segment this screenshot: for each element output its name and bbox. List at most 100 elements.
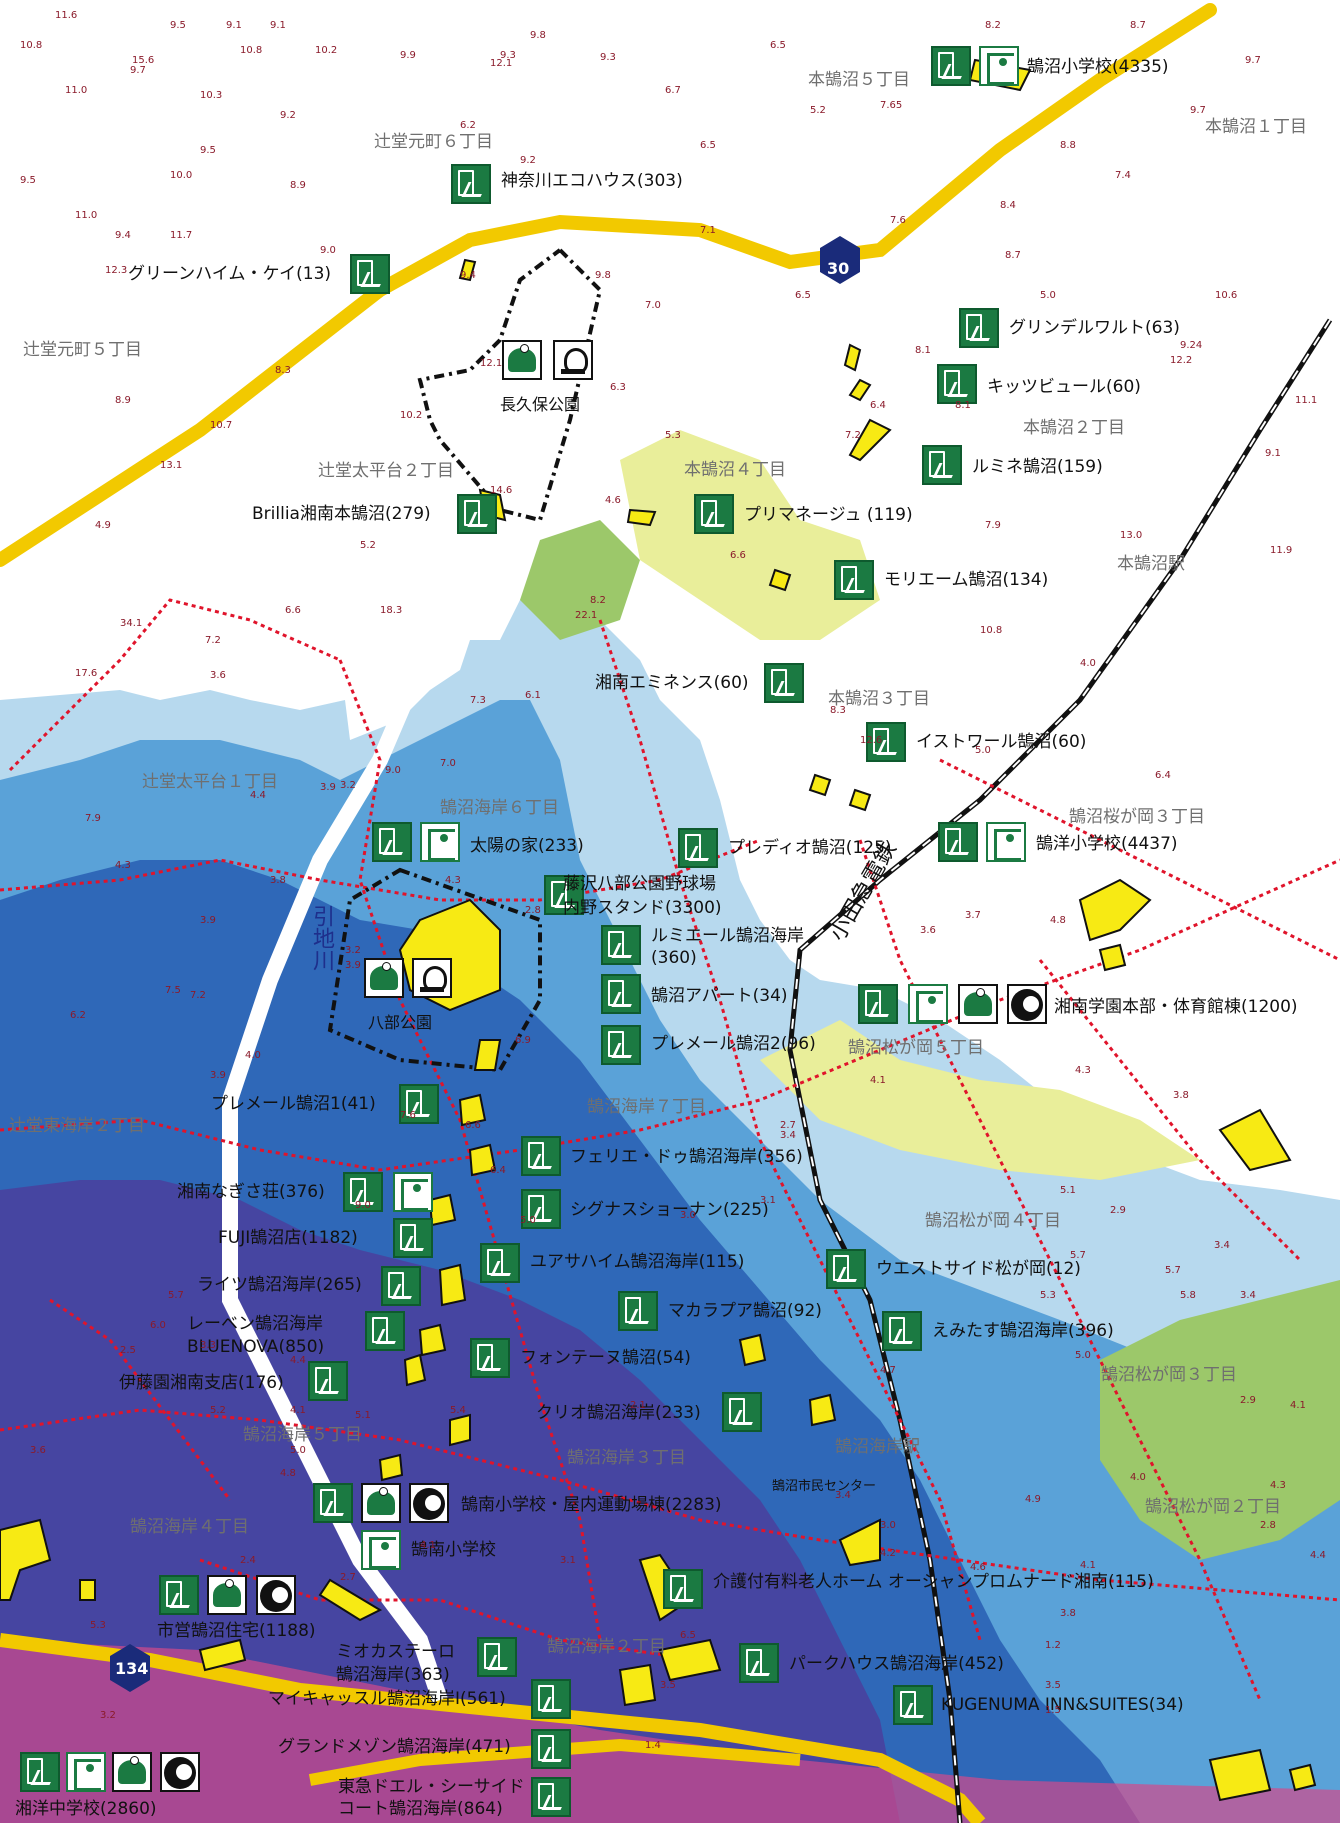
building-icon [372, 822, 412, 862]
spot-height: 10.0 [170, 170, 193, 181]
spot-height: 5.3 [665, 430, 681, 441]
facility-label: 湘南学園本部・体育館棟(1200) [1054, 997, 1298, 1017]
facility-label: グリーンハイム・ケイ(13) [128, 264, 332, 284]
facility-label: クリオ鵠沼海岸(233) [536, 1403, 701, 1423]
evacuation-area-icon [207, 1575, 247, 1615]
facility-label: 介護付有料老人ホーム オーシャンプロムナード湘南(115) [713, 1572, 1154, 1592]
building-icon [618, 1291, 658, 1331]
building-icon [477, 1637, 517, 1677]
facility-label: 太陽の家(233) [470, 836, 584, 856]
spot-height: 13.1 [160, 460, 183, 471]
town-label: 辻堂元町５丁目 [23, 340, 142, 360]
spot-height: 9.0 [385, 765, 401, 776]
tsunami-shelter-icon [160, 1752, 200, 1792]
spot-height: 9.1 [270, 20, 286, 31]
spot-height: 15.6 [132, 55, 155, 66]
spot-height: 8.9 [115, 395, 131, 406]
building-icon [601, 925, 641, 965]
building-icon [834, 560, 874, 600]
spot-height: 7.0 [440, 758, 456, 769]
facility-label: ウエストサイド松が岡(12) [876, 1259, 1081, 1279]
route-134-shield [110, 1644, 150, 1692]
spot-height: 9.0 [320, 245, 336, 256]
building-icon [399, 1084, 439, 1124]
spot-height: 7.6 [400, 1110, 416, 1121]
spot-height: 6.3 [610, 382, 626, 393]
spot-height: 5.1 [355, 1410, 371, 1421]
spot-height: 4.4 [1310, 1550, 1326, 1561]
town-label: 辻堂太平台２丁目 [318, 461, 454, 481]
building-icon [451, 164, 491, 204]
building-icon [365, 1311, 405, 1351]
spot-height: 3.5 [1045, 1680, 1061, 1691]
station-label: 鵠沼海岸駅 [835, 1437, 920, 1457]
spot-height: 3.4 [1214, 1240, 1230, 1251]
spot-height: 5.7 [168, 1290, 184, 1301]
spot-height: 7.65 [880, 100, 903, 111]
facility-label: グランドメゾン鵠沼海岸(471) [278, 1737, 511, 1757]
route-30-shield [820, 236, 860, 284]
spot-height: 1.5 [1045, 1705, 1061, 1716]
spot-height: 3.2 [345, 945, 361, 956]
shelter-icon [66, 1752, 106, 1792]
spot-height: 12.2 [1170, 355, 1193, 366]
spot-height: 4.0 [1080, 658, 1096, 669]
spot-height: 7.3 [470, 695, 486, 706]
spot-height: 5.3 [90, 1620, 106, 1631]
facility-label: 鵠洋小学校(4437) [1036, 834, 1178, 854]
facility-label: レーベン鵠沼海岸 [187, 1314, 323, 1334]
spot-height: 3.6 [920, 925, 936, 936]
facility-label: BLUENOVA(850) [187, 1337, 325, 1357]
facility-label: フェリエ・ドゥ鵠沼海岸(356) [570, 1147, 803, 1167]
spot-height: 9.5 [200, 145, 216, 156]
building-icon [931, 46, 971, 86]
shelter-icon [420, 822, 460, 862]
tsunami-shelter-icon [1007, 984, 1047, 1024]
spot-height: 6.6 [465, 1120, 481, 1131]
building-icon [764, 663, 804, 703]
spot-height: 3.9 [200, 915, 216, 926]
facility-label: プリマネージュ (119) [744, 505, 913, 525]
park-boundary-hachibu [327, 867, 542, 1073]
facility-label: 伊藤園湘南支店(176) [119, 1373, 284, 1393]
tsunami-shelter-icon [409, 1483, 449, 1523]
spot-height: 6.4 [490, 1165, 506, 1176]
spot-height: 34.1 [120, 618, 143, 629]
facility-label: プレメール鵠沼1(41) [211, 1094, 376, 1114]
building-icon [308, 1361, 348, 1401]
building-icon [343, 1172, 383, 1212]
spot-height: 8.7 [1005, 250, 1021, 261]
facility-label: ルミエール鵠沼海岸 [651, 926, 804, 946]
spot-height: 12.1 [490, 58, 513, 69]
spot-height: 5.7 [1070, 1250, 1086, 1261]
spot-height: 10.2 [315, 45, 338, 56]
spot-height: 11.9 [1270, 545, 1293, 556]
spot-height: 3.4 [835, 1490, 851, 1501]
building-icon [882, 1311, 922, 1351]
spot-height: 3.9 [320, 782, 336, 793]
facility-label: 鵠沼小学校(4335) [1027, 57, 1169, 77]
spot-height: 4.0 [245, 1050, 261, 1061]
spot-height: 9.7 [1190, 105, 1206, 116]
spot-height: 5.0 [520, 1215, 536, 1226]
spot-height: 7.1 [700, 225, 716, 236]
spot-height: 8.3 [275, 365, 291, 376]
spot-height: 2.4 [240, 1555, 256, 1566]
building-icon [866, 722, 906, 762]
spot-height: 12.3 [105, 265, 128, 276]
spot-height: 9.3 [600, 52, 616, 63]
spot-height: 8.1 [915, 345, 931, 356]
spot-height: 6.0 [150, 1320, 166, 1331]
spot-height: 4.6 [605, 495, 621, 506]
facility-label: ライツ鵠沼海岸(265) [197, 1275, 362, 1295]
spot-height: 9.0 [355, 1200, 371, 1211]
spot-height: 10.8 [980, 625, 1003, 636]
shelter-icon [986, 822, 1026, 862]
spot-height: 7.0 [645, 300, 661, 311]
route-134-label: 134 [115, 1659, 149, 1678]
building-icon [470, 1338, 510, 1378]
spot-height: 10.8 [20, 40, 43, 51]
spot-height: 9.3 [500, 50, 516, 61]
spot-height: 4.1 [1290, 1400, 1306, 1411]
